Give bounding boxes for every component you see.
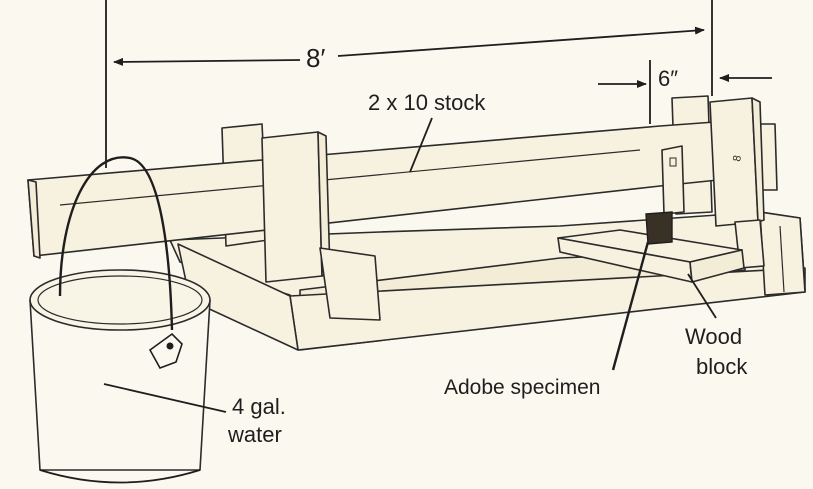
dimension-lines <box>105 0 772 168</box>
wood-block <box>557 229 745 283</box>
water-label-line1: 4 gal. <box>232 394 286 419</box>
bucket-handle <box>58 156 174 331</box>
front-uprights: 8 <box>261 97 765 283</box>
wood-block-label-line1: Wood <box>685 324 742 349</box>
stock-label: 2 x 10 stock <box>368 90 486 115</box>
wood-block-label-line2: block <box>696 354 748 379</box>
leader-lines <box>103 117 717 413</box>
water-label-line2: water <box>227 422 282 447</box>
adobe-specimen <box>645 145 685 245</box>
spacing-label: 6″ <box>658 66 678 91</box>
svg-text:8: 8 <box>731 154 744 162</box>
specimen-label: Adobe specimen <box>444 376 600 399</box>
length-label: 8′ <box>306 43 325 73</box>
water-bucket <box>29 156 211 484</box>
